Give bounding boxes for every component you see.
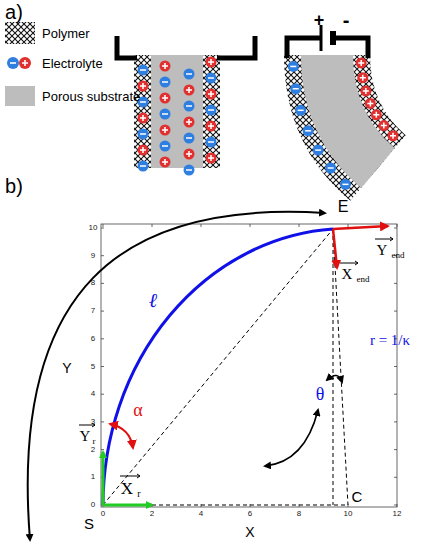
tick-label: 2 [150,510,154,518]
vector-y-r [102,452,105,505]
panel-label: b) [5,176,23,196]
tick-label: 0 [91,501,95,509]
point-label: E [338,199,349,215]
tick-label: 1 [91,473,95,481]
polarity-sign: - [343,10,350,30]
length-arrow [28,212,325,540]
actuator-bent [287,25,378,168]
vector-x-r [103,504,152,507]
legend-swatch [5,86,35,106]
theta-arrow [327,375,342,382]
angle-label: θ [316,385,325,403]
tick-label: 10 [344,510,353,518]
axis-title: X [245,525,254,539]
vector-label: Y [80,429,91,444]
tick-label: 8 [91,279,95,287]
alpha-arrow [110,424,133,448]
legend-text: Polymer [42,27,90,40]
panel-label: a) [5,2,23,22]
tick-label: 6 [248,510,252,518]
tick-label: 4 [91,390,95,398]
vector-label: X [342,267,353,282]
tick-label: 8 [297,510,301,518]
theta-arrow [265,410,318,466]
tick-label: 4 [199,510,203,518]
tick-label: 12 [393,510,402,518]
tick-label: 2 [91,446,95,454]
point-label: S [84,516,94,531]
length-label: ℓ [149,290,157,310]
vector-overarrows [79,237,393,478]
vector-subscript: end [357,275,370,284]
construction-lines [103,229,348,505]
legend-text: Electrolyte [42,57,103,70]
ions [138,57,399,190]
vector-x-end [333,229,337,268]
tick-label: 7 [91,307,95,315]
tick-label: 3 [91,418,95,426]
tick-label: 6 [91,335,95,343]
tick-label: 10 [89,224,98,232]
tick-label: 5 [91,363,95,371]
vector-label: Y [377,243,388,258]
vector-subscript: r [93,437,96,446]
radius-label: r = 1/κ [370,333,410,348]
polymer-sample [5,22,35,44]
vector-y-end [333,226,388,229]
polarity-sign: + [314,11,325,29]
legend-text: Porous substrate [42,90,140,103]
plot-axes [101,224,397,507]
tick-label: 0 [101,510,105,518]
angle-label: α [133,401,142,419]
vector-subscript: end [392,251,405,260]
electrolyte-sample [7,57,31,69]
vector-label: X [121,480,133,497]
point-label: C [352,489,363,504]
vector-subscript: r [137,489,140,499]
tick-label: 9 [91,252,95,260]
axis-title: Y [62,361,71,375]
bent-curve [103,229,333,505]
